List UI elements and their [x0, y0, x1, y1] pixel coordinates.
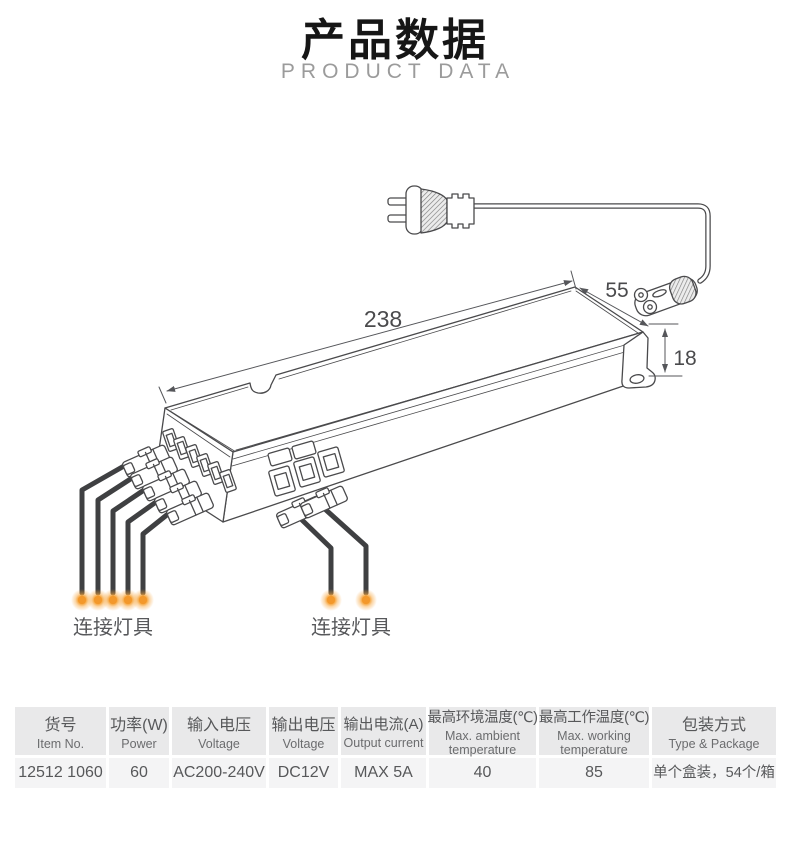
page-subtitle: PRODUCT DATA — [280, 60, 516, 83]
output-ports-front — [267, 440, 345, 497]
dim-depth-label: 55 — [605, 279, 628, 302]
col-header-output-voltage: 输出电压 Voltage — [269, 707, 338, 755]
col-header-item-no: 货号 Item No. — [15, 707, 106, 755]
value-power: 60 — [109, 758, 169, 788]
value-max-ambient-temp: 40 — [429, 758, 536, 788]
lamp-wires-left — [79, 440, 215, 596]
value-output-current: MAX 5A — [341, 758, 426, 788]
connect-lamp-label-left: 连接灯具 — [73, 616, 153, 639]
power-plug-icon — [387, 185, 475, 235]
product-diagram: 238 55 18 — [71, 185, 711, 639]
spec-table: 货号 Item No. 功率(W) Power 输入电压 Voltage 输出电… — [15, 707, 776, 788]
col-header-max-working-temp: 最高工作温度(℃) Max. working temperature — [539, 707, 649, 757]
dimension-depth: 55 — [579, 279, 649, 327]
output-ports-left — [162, 428, 237, 493]
value-input-voltage: AC200-240V — [172, 758, 266, 788]
col-header-power: 功率(W) Power — [109, 707, 169, 755]
dimension-length: 238 — [158, 270, 577, 404]
page-title: 产品数据 — [301, 16, 489, 65]
value-max-working-temp: 85 — [539, 758, 649, 788]
dimension-height: 18 — [648, 323, 697, 377]
connect-lamp-label-right: 连接灯具 — [311, 616, 391, 639]
lamp-wires-right — [273, 481, 369, 596]
dim-height-label: 18 — [673, 347, 696, 370]
appliance-connector-icon — [633, 275, 698, 317]
spec-table-header: 货号 Item No. 功率(W) Power 输入电压 Voltage 输出电… — [15, 707, 776, 757]
power-cord — [465, 203, 711, 284]
spec-table-values: 12512 1060 60 AC200-240V DC12V MAX 5A 40… — [15, 758, 776, 788]
dim-length-label: 238 — [364, 306, 402, 332]
value-package: 单个盒装，54个/箱 — [652, 758, 776, 788]
value-item-no: 12512 1060 — [15, 758, 106, 788]
col-header-input-voltage: 输入电压 Voltage — [172, 707, 266, 755]
col-header-output-current: 输出电流(A) Output current — [341, 707, 426, 755]
col-header-max-ambient-temp: 最高环境温度(℃) Max. ambient temperature — [427, 707, 538, 757]
value-output-voltage: DC12V — [269, 758, 338, 788]
lamp-glow-dots — [71, 589, 377, 611]
col-header-package: 包装方式 Type & Package — [652, 707, 776, 755]
